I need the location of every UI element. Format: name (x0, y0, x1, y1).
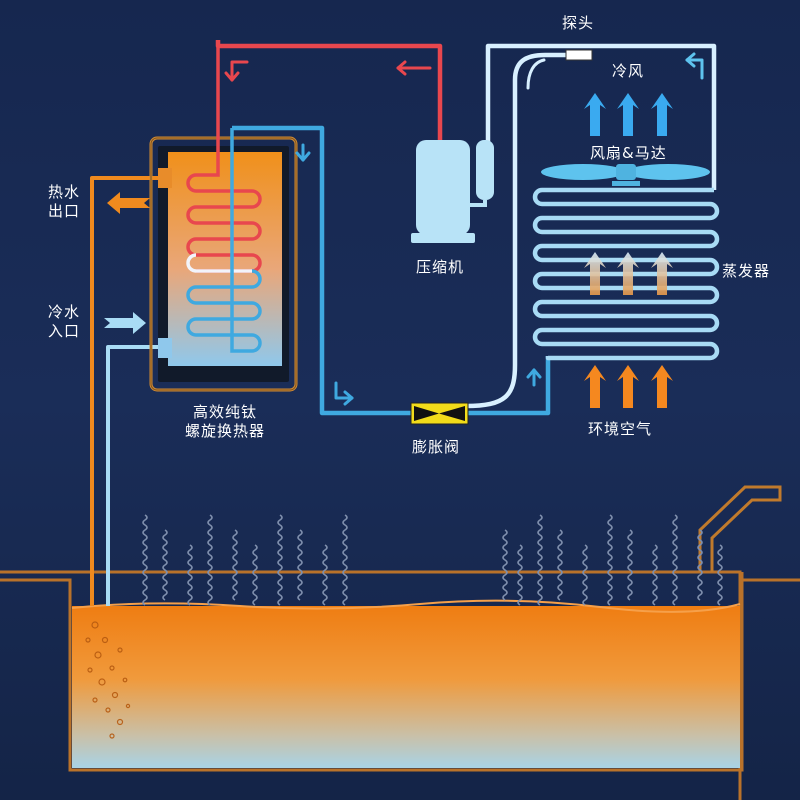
heat-wave-line (517, 544, 523, 606)
heat-wave-line (162, 529, 168, 601)
cold-water-inlet-label: 冷水 入口 (48, 303, 80, 341)
heat-wave-line (652, 544, 658, 606)
heat-wave-line (607, 514, 613, 606)
expansion-valve (410, 402, 469, 425)
chevron-arrow-icon (224, 52, 704, 406)
cold-air-arrows (584, 93, 673, 136)
heat-exchanger-line-1: 高效纯钛 (192, 403, 257, 421)
heat-wave-line (717, 544, 723, 606)
cold-water-inlet-line-1: 冷水 (48, 303, 81, 321)
heat-wave-line (142, 514, 148, 606)
heat-wave-line (232, 529, 238, 601)
evaporator-label: 蒸发器 (722, 262, 771, 280)
hx-mid-coil (186, 253, 252, 273)
expansion-valve-label: 膨胀阀 (412, 438, 461, 456)
liquid-refrigerant-line (232, 125, 551, 416)
hot-water-out-arrow (107, 192, 150, 214)
probe-label: 探头 (562, 14, 595, 32)
hot-water-outlet-label: 热水 出口 (48, 183, 80, 221)
ambient-air-label: 环境空气 (588, 420, 653, 438)
heat-wave-line (537, 514, 543, 606)
cold-air-arrow-2 (617, 93, 639, 136)
heat-exchanger-line-2: 螺旋换热器 (184, 422, 265, 440)
ambient-air-arrow-1 (584, 365, 606, 408)
ambient-air-arrow-3 (651, 365, 673, 408)
fan-icon (541, 164, 710, 186)
ambient-air-arrow-2 (617, 365, 639, 408)
evaporator-air-arrow-2 (617, 252, 639, 295)
ambient-air-arrows (584, 365, 673, 408)
pool-pipe (698, 485, 782, 572)
hot-water-outlet-line-2: 出口 (48, 202, 81, 220)
cold-wind-label: 冷风 (612, 62, 645, 80)
pool (0, 485, 800, 800)
hot-water-pipe (90, 176, 160, 606)
heat-wave-line (557, 529, 563, 601)
cold-water-inlet-line-2: 入口 (48, 322, 81, 340)
heat-wave-line (582, 544, 588, 606)
heat-wave-line (627, 529, 633, 601)
heat-wave-line (252, 544, 258, 606)
heat-wave-line (187, 544, 193, 606)
cold-air-arrow-3 (651, 93, 673, 136)
cold-water-in-arrow (104, 312, 146, 334)
heat-exchanger-label: 高效纯钛 螺旋换热器 (168, 403, 282, 441)
evaporator-air-arrow-3 (651, 252, 673, 295)
pool-water (72, 606, 740, 768)
heat-wave-line (697, 529, 703, 601)
heat-wave-line (207, 514, 213, 606)
heat-wave-line (502, 529, 508, 601)
heat-wave-line (277, 514, 283, 606)
heat-waves (142, 514, 723, 606)
heat-exchanger (149, 40, 298, 392)
fan-motor-label: 风扇&马达 (590, 144, 667, 162)
probe-sensor (565, 49, 593, 61)
suction-line (465, 43, 720, 409)
evaporator-air-arrow-1 (584, 252, 606, 295)
heat-wave-line (297, 529, 303, 601)
hot-refrigerant-line (215, 40, 443, 150)
compressor (411, 140, 494, 243)
evaporator-air-arrows (584, 252, 673, 295)
cold-air-arrow-1 (584, 93, 606, 136)
hx-cold-coil (186, 128, 262, 353)
heat-wave-line (672, 514, 678, 606)
compressor-label: 压缩机 (416, 258, 465, 276)
hot-water-outlet-line-1: 热水 (48, 183, 81, 201)
cold-water-pipe (106, 345, 160, 606)
heat-wave-line (342, 514, 348, 606)
bubbles (85, 621, 131, 739)
heat-wave-line (322, 544, 328, 606)
